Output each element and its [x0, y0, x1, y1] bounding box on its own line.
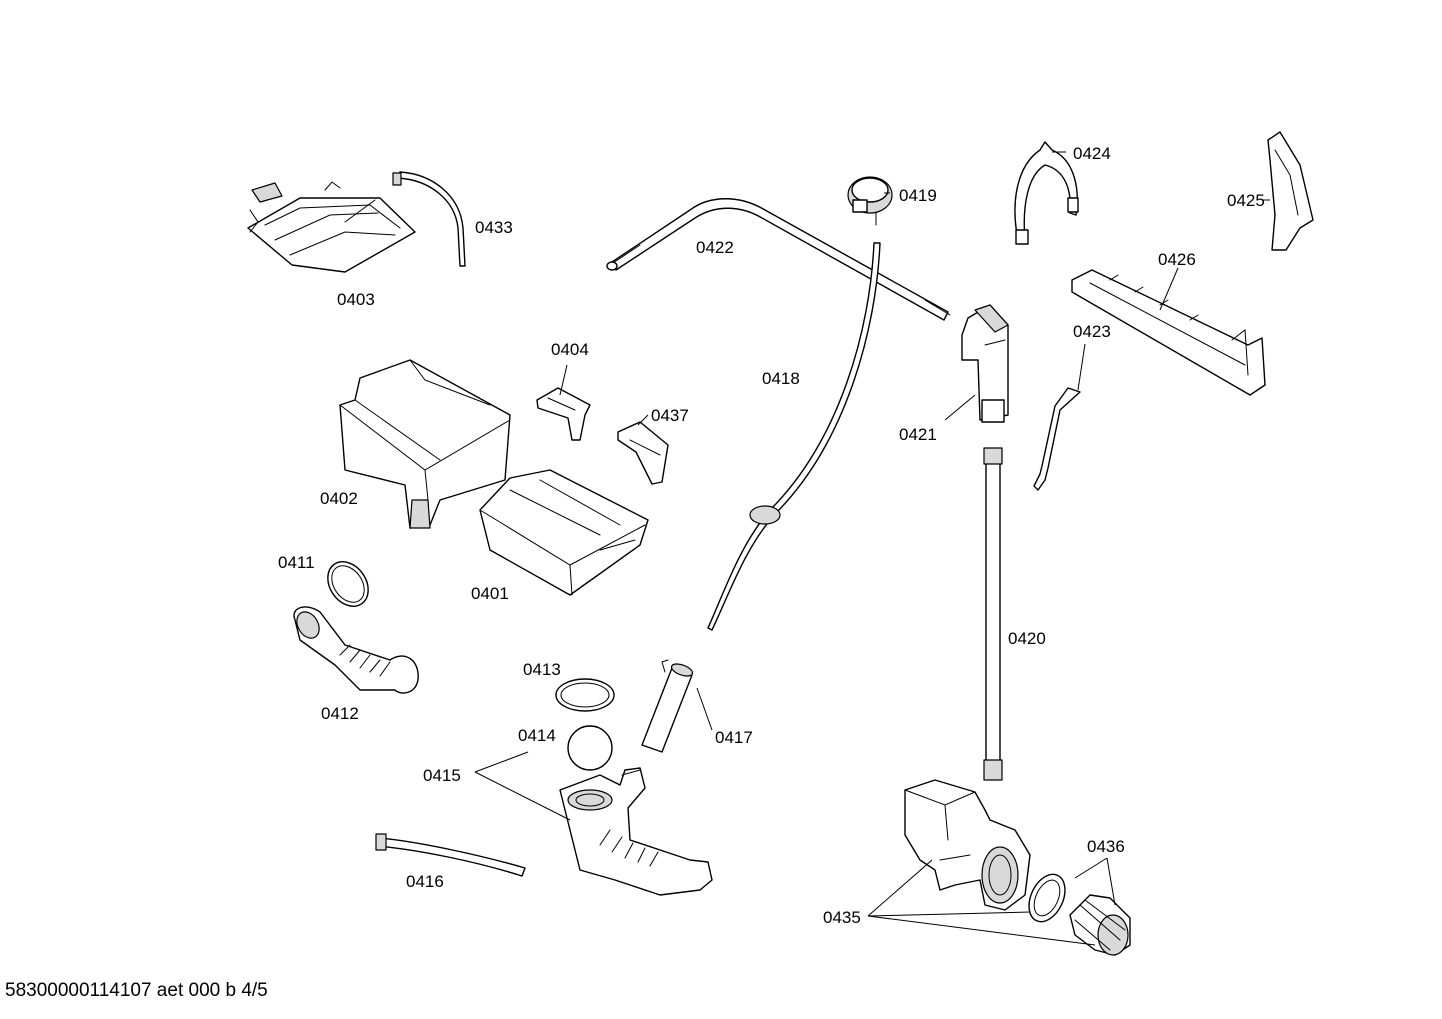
- part-0411-ring: [327, 561, 369, 607]
- part-0424-bracket: [1014, 141, 1079, 245]
- part-0435-drain-pump: [904, 779, 1031, 911]
- label-0423: 0423: [1073, 322, 1111, 341]
- part-0425-bracket: [1267, 131, 1314, 251]
- part-0403-drawer-cover: [247, 181, 416, 273]
- part-0437-siphon-cap: [617, 421, 669, 485]
- label-0425: 0425: [1227, 191, 1265, 210]
- label-0412: 0412: [321, 704, 359, 723]
- part-0423-rod: [1033, 387, 1081, 491]
- part-0401-drawer: [479, 469, 649, 596]
- part-0404-clip: [536, 387, 591, 441]
- part-0436-filter: [1069, 894, 1131, 956]
- label-0411: 0411: [278, 553, 315, 572]
- part-0416-hose: [375, 833, 526, 877]
- part-0413-ring: [555, 678, 615, 712]
- label-0424: 0424: [1073, 144, 1111, 163]
- part-0412-bellows-hose: [293, 606, 419, 694]
- part-0417-cylinder: [641, 659, 694, 753]
- label-0421: 0421: [899, 425, 937, 444]
- label-0426: 0426: [1158, 250, 1196, 269]
- label-0403: 0403: [337, 290, 375, 309]
- label-0416: 0416: [406, 872, 444, 891]
- label-0404: 0404: [551, 340, 589, 359]
- leader-lines: [474, 151, 1270, 946]
- label-0437: 0437: [651, 406, 689, 425]
- label-0413: 0413: [523, 660, 561, 679]
- part-0422-hose: [606, 198, 951, 321]
- part-0418-pressure-tube: [707, 242, 881, 631]
- part-0402-drawer-housing: [339, 359, 511, 529]
- label-0435: 0435: [823, 908, 861, 927]
- part-0436-seal-ring: [1028, 873, 1066, 923]
- part-0421-air-trap: [961, 304, 1009, 423]
- label-0414: 0414: [518, 726, 556, 745]
- document-reference: 58300000114107 aet 000 b 4/5: [5, 980, 268, 1001]
- label-0436: 0436: [1087, 837, 1125, 856]
- label-0433: 0433: [475, 218, 513, 237]
- part-0415-sump-hose: [559, 767, 713, 896]
- part-0433-hose: [392, 171, 466, 267]
- label-0419: 0419: [899, 186, 937, 205]
- label-0417: 0417: [715, 728, 753, 747]
- label-0418: 0418: [762, 369, 800, 388]
- part-0426-rail: [1071, 269, 1266, 396]
- label-0402: 0402: [320, 489, 358, 508]
- label-0401: 0401: [471, 584, 509, 603]
- label-0415: 0415: [423, 766, 461, 785]
- part-0419-pressure-switch: [847, 176, 893, 226]
- part-0414-ball: [567, 725, 613, 771]
- label-0420: 0420: [1008, 629, 1046, 648]
- label-0422: 0422: [696, 238, 734, 257]
- part-0420-hose: [983, 447, 1003, 781]
- part-labels: 0403 0433 0422 0419 0424 0425 0426 0404 …: [278, 144, 1265, 927]
